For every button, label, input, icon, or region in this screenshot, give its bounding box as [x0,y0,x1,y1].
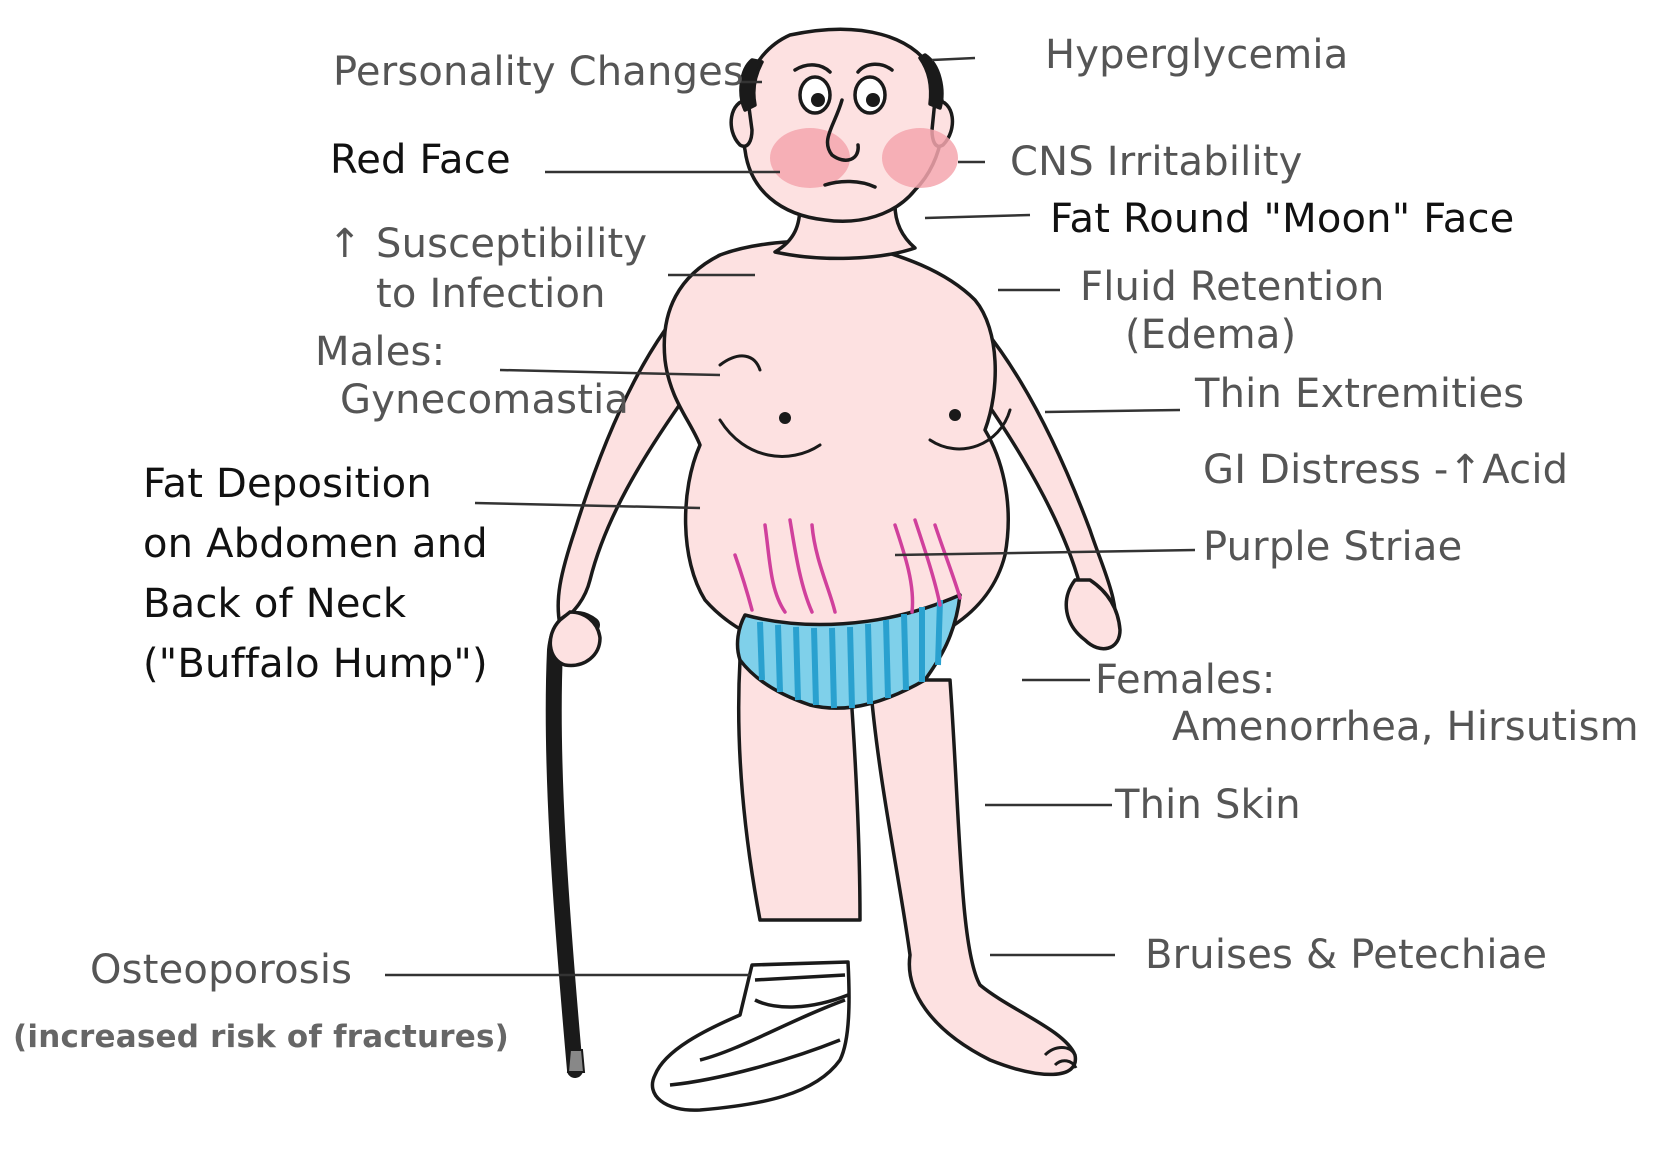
label-moon-face: Fat Round "Moon" Face [1050,197,1515,242]
label-cns-irritability: CNS Irritability [1010,140,1303,185]
label-thin-skin: Thin Skin [1115,783,1301,828]
label-hyperglycemia: Hyperglycemia [1045,33,1348,78]
label-amenorrhea-hirsutism: Amenorrhea, Hirsutism [1172,705,1639,750]
label-edema: (Edema) [1125,313,1296,358]
label-personality-changes: Personality Changes [333,50,744,95]
leader-fat-deposition [475,503,700,508]
leader-purple-striae [895,550,1195,555]
label-susceptibility-line1: Susceptibility [376,222,647,267]
leader-hyperglycemia [932,58,975,60]
label-osteoporosis: Osteoporosis [90,948,352,993]
label-bruises-petechiae: Bruises & Petechiae [1145,933,1547,978]
label-purple-striae: Purple Striae [1203,525,1462,570]
label-osteoporosis-note: (increased risk of fractures) [13,1020,509,1055]
label-gynecomastia: Gynecomastia [340,378,629,423]
susceptibility-arrow-icon: ↑ [328,222,362,267]
leader-thin-extremities [1045,410,1180,412]
label-males: Males: [315,330,445,375]
label-fat-deposition-line3: Back of Neck [143,582,406,627]
leader-males [500,370,720,375]
leader-moon-face [925,215,1030,218]
label-fat-deposition-line1: Fat Deposition [143,462,432,507]
label-fat-deposition-line2: on Abdomen and [143,522,488,567]
label-females: Females: [1095,658,1276,703]
label-red-face: Red Face [330,138,511,183]
label-fluid-retention: Fluid Retention [1080,265,1385,310]
label-fat-deposition-line4: ("Buffalo Hump") [143,642,488,687]
label-gi-distress: GI Distress -↑Acid [1203,448,1568,493]
label-thin-extremities: Thin Extremities [1195,372,1524,417]
label-susceptibility-line2: to Infection [376,272,606,317]
